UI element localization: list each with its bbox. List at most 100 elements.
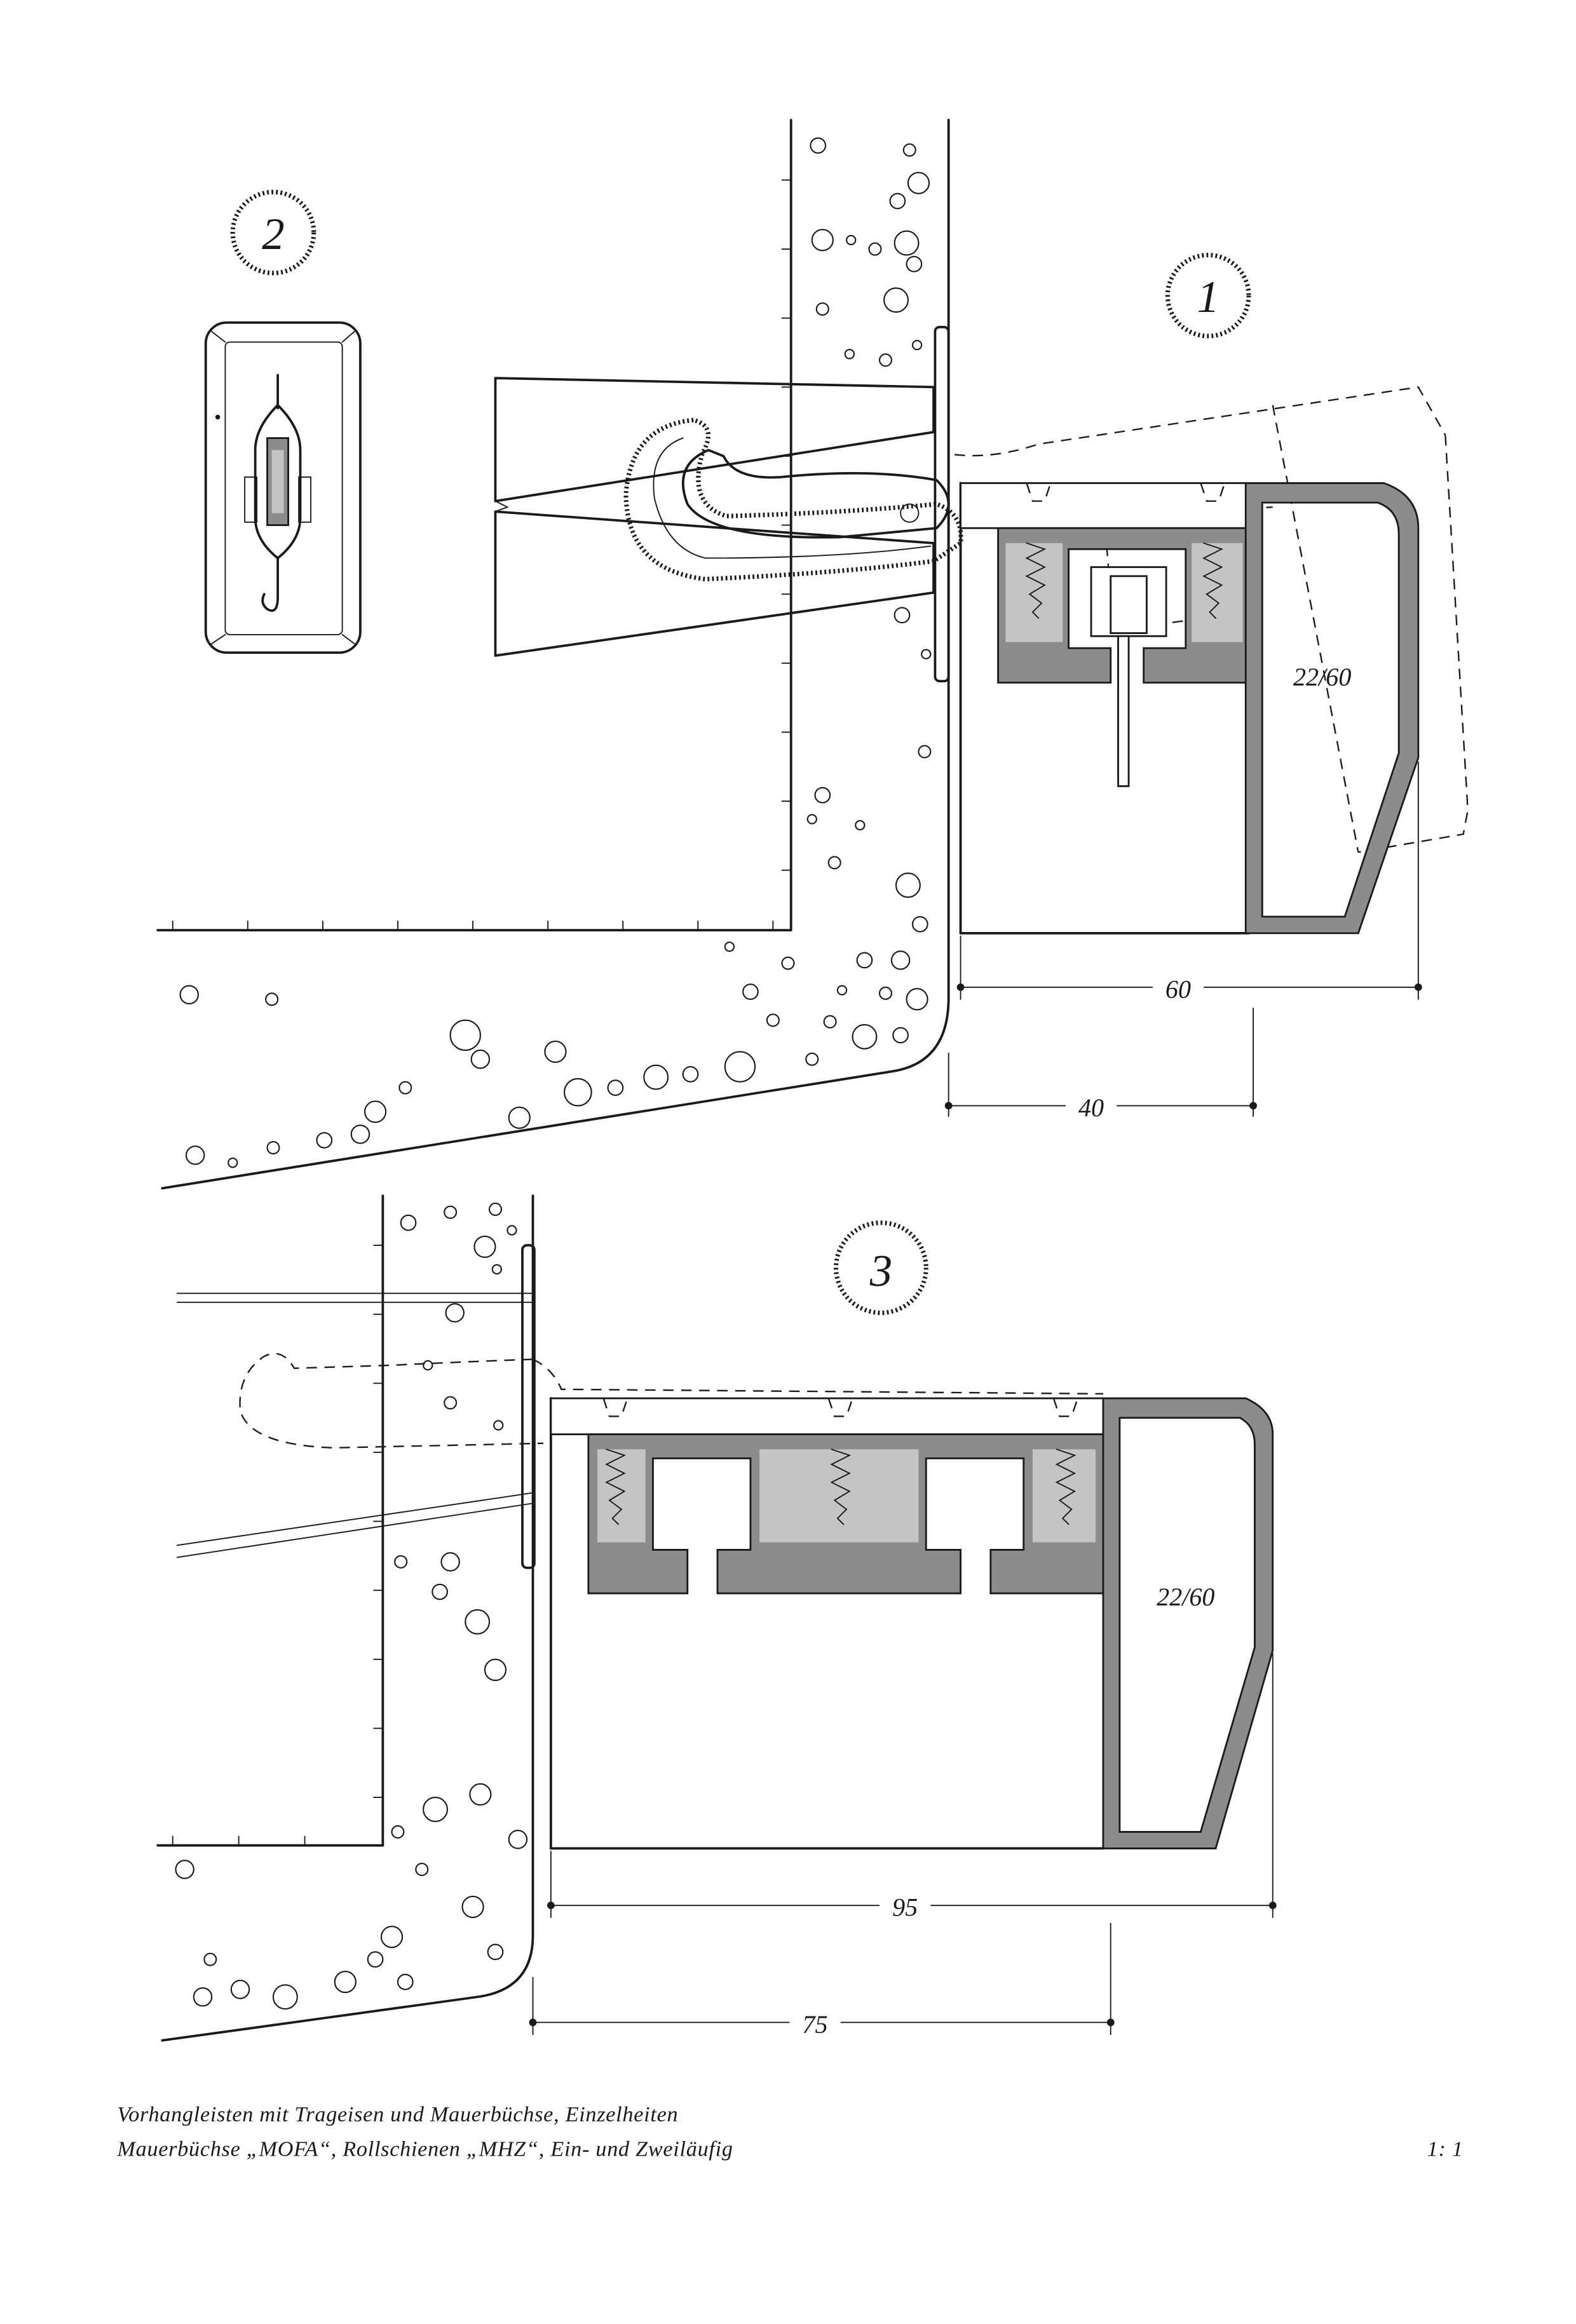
- hook-body: [681, 449, 950, 539]
- swing-outline-right: [1358, 435, 1469, 853]
- hook-outline-dotted: [623, 417, 963, 582]
- aggregate-stone: [781, 956, 795, 970]
- aggregate-stone: [805, 1052, 819, 1066]
- aggregate-stone: [380, 1926, 404, 1949]
- roller-wheel: [1110, 575, 1148, 634]
- hanger-side-plate-right: [298, 476, 311, 523]
- aggregate-stone: [265, 992, 279, 1006]
- swing-outline-inner: [1272, 405, 1359, 853]
- aggregate-stone: [895, 872, 921, 898]
- plaster-edge-line: [161, 1194, 534, 2042]
- aggregate-stone: [491, 1264, 503, 1274]
- masonry-ticks: [172, 1245, 384, 1846]
- screw-head-left: [1026, 483, 1052, 502]
- dimension-end-dot: [1414, 983, 1422, 991]
- aggregate-stone: [415, 1862, 429, 1876]
- plaster-edge-line: [161, 119, 950, 1190]
- aggregate-stone: [607, 1079, 624, 1096]
- aggregate-stone: [544, 1040, 567, 1064]
- aggregate-stone: [316, 1132, 333, 1149]
- bushing-nail-hole: [215, 414, 221, 420]
- bushing-bevel-corners: [211, 330, 355, 645]
- bracket-hook: [623, 417, 963, 582]
- aggregate-stone: [911, 915, 928, 933]
- aggregate-stone: [906, 988, 928, 1011]
- aggregate-stone: [394, 1555, 408, 1569]
- aggregate-stone: [272, 1984, 298, 2010]
- aggregate-stone: [185, 1145, 205, 1165]
- hanger-bottom-hook: [261, 557, 279, 612]
- detail-marker-1: 1: [1165, 252, 1251, 339]
- aggregate-stone: [488, 1202, 503, 1216]
- aggregate-stone: [363, 1100, 387, 1123]
- aggregate-stone: [907, 172, 930, 194]
- aggregate-stone: [883, 287, 909, 313]
- dimension-end-dot: [1249, 1102, 1257, 1110]
- aggregate-stone: [868, 242, 882, 256]
- aggregate-stone: [470, 1050, 491, 1069]
- aggregate-stone: [175, 1860, 194, 1879]
- aggregate-stone: [893, 607, 911, 624]
- aggregate-stone: [682, 1065, 699, 1083]
- aggregate-stone: [228, 1158, 238, 1168]
- detail-marker-circle: [230, 189, 316, 276]
- detail-marker-circle: [1165, 252, 1251, 339]
- aggregate-stone: [423, 1360, 433, 1371]
- screw-thread-right: [1202, 542, 1223, 619]
- concrete-aggregate: [175, 137, 932, 2010]
- aggregate-stone: [484, 1658, 507, 1681]
- aggregate-stone: [465, 1609, 491, 1635]
- aggregate-stone: [742, 983, 759, 1000]
- detail-marker-2: 2: [230, 189, 316, 276]
- aggregate-stone: [766, 1013, 780, 1027]
- aggregate-stone: [508, 1106, 531, 1129]
- hanger-side-plate-left: [244, 476, 257, 523]
- dimensions-3: 95 75: [529, 1652, 1277, 2039]
- aggregate-stone: [506, 1225, 517, 1236]
- aggregate-stone: [440, 1552, 460, 1572]
- aggregate-stone: [836, 985, 848, 996]
- aggregate-stone: [423, 1797, 448, 1822]
- aggregate-stone: [855, 820, 866, 830]
- bracket-line-lower: [176, 1492, 534, 1546]
- bracket-line-lower: [176, 1503, 534, 1558]
- detail-marker-number: 2: [262, 210, 284, 259]
- masonry-ticks: [172, 179, 792, 931]
- bracket-upper-arm: [494, 377, 935, 503]
- aggregate-stone: [473, 1235, 496, 1259]
- bracket-notch: [494, 500, 509, 513]
- dimensions-1: 60 40: [944, 761, 1422, 1123]
- aggregate-stone: [400, 1214, 417, 1231]
- channel-wall-shade-left: [1005, 543, 1063, 642]
- screw-thread: [1055, 1449, 1077, 1525]
- aggregate-stone: [921, 649, 932, 659]
- aggregate-stone: [397, 1973, 414, 1990]
- aggregate-stone: [889, 193, 906, 210]
- aggregate-stone: [230, 1980, 250, 1999]
- dimension-label-gap: [1152, 970, 1204, 1004]
- aggregate-stone: [810, 137, 827, 154]
- dimension-label-gap: [880, 1889, 931, 1922]
- aggregate-stone: [846, 234, 857, 245]
- hook-dashed-upper: [239, 1353, 544, 1449]
- dimension-outer-label: 60: [1165, 975, 1191, 1003]
- detail-1: 22/60 60 40 1: [156, 119, 1469, 1190]
- caption-line-1: Vorhangleisten mit Trageisen und Mauerbü…: [117, 2102, 678, 2126]
- aggregate-stone: [827, 856, 841, 870]
- wall-section-3: [156, 1194, 536, 2042]
- dimension-inner-label: 75: [802, 2010, 827, 2039]
- aggregate-stone: [724, 941, 735, 952]
- aggregate-stone: [367, 1951, 384, 1968]
- wall-bushing-front-view: [204, 321, 362, 654]
- caption-line-2: Mauerbüchse „MOFA“, Rollschienen „MHZ“, …: [116, 2137, 733, 2161]
- scale-label: 1: 1: [1427, 2137, 1464, 2161]
- aggregate-stone: [890, 950, 911, 970]
- detail-3: 22/60 95 75 3: [156, 1194, 1277, 2042]
- aggregate-stone: [724, 1051, 756, 1083]
- rail-profile-3: 22/60: [549, 1397, 1274, 1850]
- hook-dashed-run: [533, 1358, 1103, 1395]
- aggregate-stone: [449, 1019, 481, 1051]
- dimension-end-dot: [529, 2018, 537, 2027]
- screw-head-right: [1200, 483, 1226, 502]
- profile-label: 22/60: [1157, 1583, 1214, 1611]
